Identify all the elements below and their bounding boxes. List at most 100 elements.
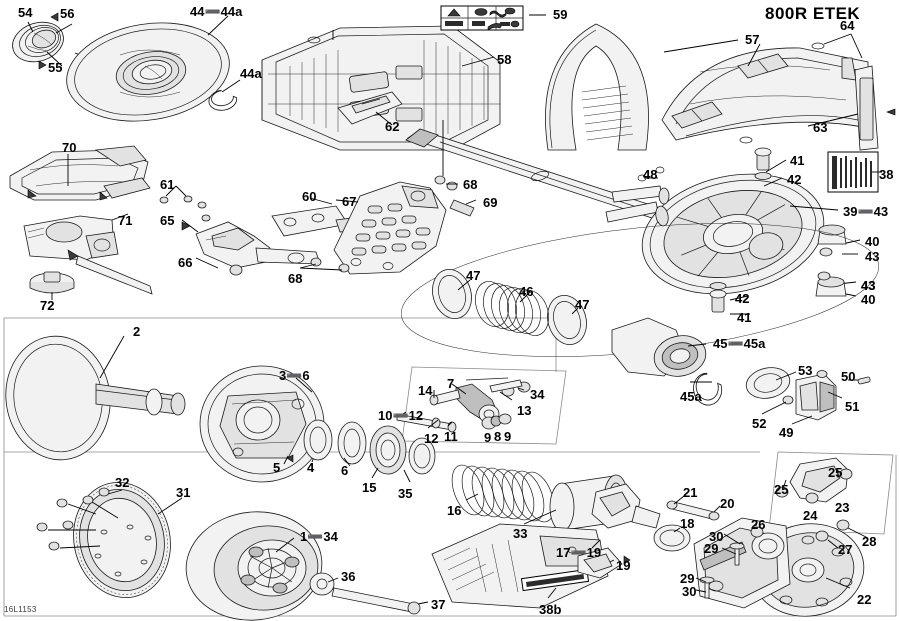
- callout-10-12-56: 10➖12: [378, 408, 424, 423]
- chaincase-housing: [199, 365, 325, 483]
- callout-12-57: 12: [424, 431, 439, 446]
- leader-lines-bottom-right: [673, 469, 869, 593]
- washer-9b: [498, 413, 512, 425]
- callout-40-30: 40: [861, 292, 876, 307]
- callout-7-53: 7: [447, 376, 455, 391]
- spring-46: [475, 281, 549, 336]
- bolt-66: [229, 264, 243, 276]
- callout-62-11: 62: [385, 119, 400, 134]
- callout-25-78: 25: [774, 482, 789, 497]
- callout-11-58: 11: [444, 429, 458, 444]
- callout-44a-4: 44a: [240, 66, 262, 81]
- callout-69-21: 69: [483, 195, 498, 210]
- callout-23-81: 23: [835, 500, 850, 515]
- callout-57-6: 57: [745, 32, 760, 47]
- leader-1: [275, 537, 295, 553]
- callout-29-74: 29: [704, 541, 719, 556]
- callout-59-5: 59: [553, 7, 568, 22]
- callout-35-49: 35: [398, 486, 413, 501]
- clutch-assembly-1: [185, 511, 323, 621]
- retaining-ring-45a: [693, 367, 791, 406]
- brake-caliper-49: [795, 370, 837, 421]
- callout-19-69: 19: [616, 558, 631, 573]
- callout-31-63: 31: [176, 485, 191, 500]
- callout-16-50: 16: [447, 503, 462, 518]
- callout-9-59: 9: [484, 430, 492, 445]
- leader-lines-17-19: [591, 539, 615, 563]
- bolt-26-27-28: [750, 519, 850, 542]
- callout-65-16: 65: [160, 213, 175, 228]
- fender-vent-right: [737, 53, 789, 79]
- callout-38-10: 38: [879, 167, 894, 182]
- callout-5-45: 5: [273, 460, 281, 475]
- callout-8-60: 8: [494, 429, 502, 444]
- callout-28-83: 28: [862, 534, 877, 549]
- wheel-hub-39: [641, 173, 825, 295]
- callout-47-35: 47: [575, 297, 590, 312]
- leader-lines-68-69: [299, 183, 477, 271]
- callout-1-34-64: 1➖34: [300, 529, 338, 544]
- page-title: 800R ETEK: [765, 4, 861, 23]
- drawing-number-watermark: 16L1153: [4, 605, 37, 614]
- callout-43-29: 43: [861, 278, 876, 293]
- callout-27-82: 27: [838, 542, 853, 557]
- callout-56-1: 56: [60, 6, 75, 21]
- callout-26-75: 26: [751, 517, 766, 532]
- callout-24-80: 24: [803, 508, 818, 523]
- callout-58-8: 58: [497, 52, 512, 67]
- tunnel-loop: [545, 23, 649, 151]
- grommet-72: [29, 271, 75, 294]
- heat-shield-67: [333, 181, 447, 275]
- seat-base-frame: [9, 145, 151, 201]
- callout-45-45a-36: 45➖45a: [713, 336, 766, 351]
- callout-39-43-26: 39➖43: [843, 204, 889, 219]
- callout-42-31: 42: [735, 291, 750, 306]
- callout-32-62: 32: [115, 475, 130, 490]
- oring-18: [653, 524, 691, 552]
- callout-70-12: 70: [62, 140, 77, 155]
- callout-17-19-68: 17➖19: [556, 545, 602, 560]
- bushing-40: [815, 224, 847, 297]
- callout-64-7: 64: [840, 18, 855, 33]
- bracket-detail-inset: [775, 457, 853, 504]
- leader-lines-inset: [399, 383, 525, 429]
- callout-63-9: 63: [813, 120, 828, 135]
- washer-42: [709, 172, 772, 290]
- callout-22-84: 22: [857, 592, 872, 607]
- callout-54-0: 54: [18, 5, 33, 20]
- callout-48-23: 48: [643, 167, 658, 182]
- callout-38b-67: 38b: [539, 602, 562, 617]
- marker-arrow-55: [38, 60, 47, 70]
- link-detail-parts: [396, 377, 531, 433]
- drive-pulley-disc: [66, 22, 230, 122]
- retaining-ring-44a: [208, 89, 238, 111]
- leader-lines-36-37: [327, 577, 429, 605]
- leader-lines-58: [332, 30, 495, 67]
- callout-13-55: 13: [517, 403, 532, 418]
- bracket-65: [181, 221, 321, 269]
- leader-lines-45-53: [687, 343, 858, 425]
- callout-49-42: 49: [779, 425, 794, 440]
- bearing-stack-4-35: [303, 419, 436, 475]
- seal-47: [432, 269, 587, 345]
- axle-stub-48: [605, 166, 670, 227]
- fender-vent-left: [671, 101, 723, 129]
- callout-53-38: 53: [798, 363, 813, 378]
- bolt-50: [857, 376, 871, 385]
- callout-43-28: 43: [865, 249, 880, 264]
- stud-29-30: [699, 542, 745, 599]
- callout-14-52: 14: [418, 383, 433, 398]
- callout-47-33: 47: [466, 268, 481, 283]
- callout-4-46: 4: [307, 460, 315, 475]
- marker-arrow-19: [623, 555, 631, 565]
- callout-36-65: 36: [341, 569, 356, 584]
- callout-6-47: 6: [341, 463, 349, 478]
- callout-71-13: 71: [118, 213, 133, 228]
- callout-34-54: 34: [530, 387, 545, 402]
- brake-lever-17: [577, 483, 661, 579]
- leader-2: [99, 335, 125, 379]
- leader-lines-46-47: [457, 279, 579, 315]
- callout-46-34: 46: [519, 284, 534, 299]
- callout-44-44a-3: 44➖44a: [190, 4, 243, 19]
